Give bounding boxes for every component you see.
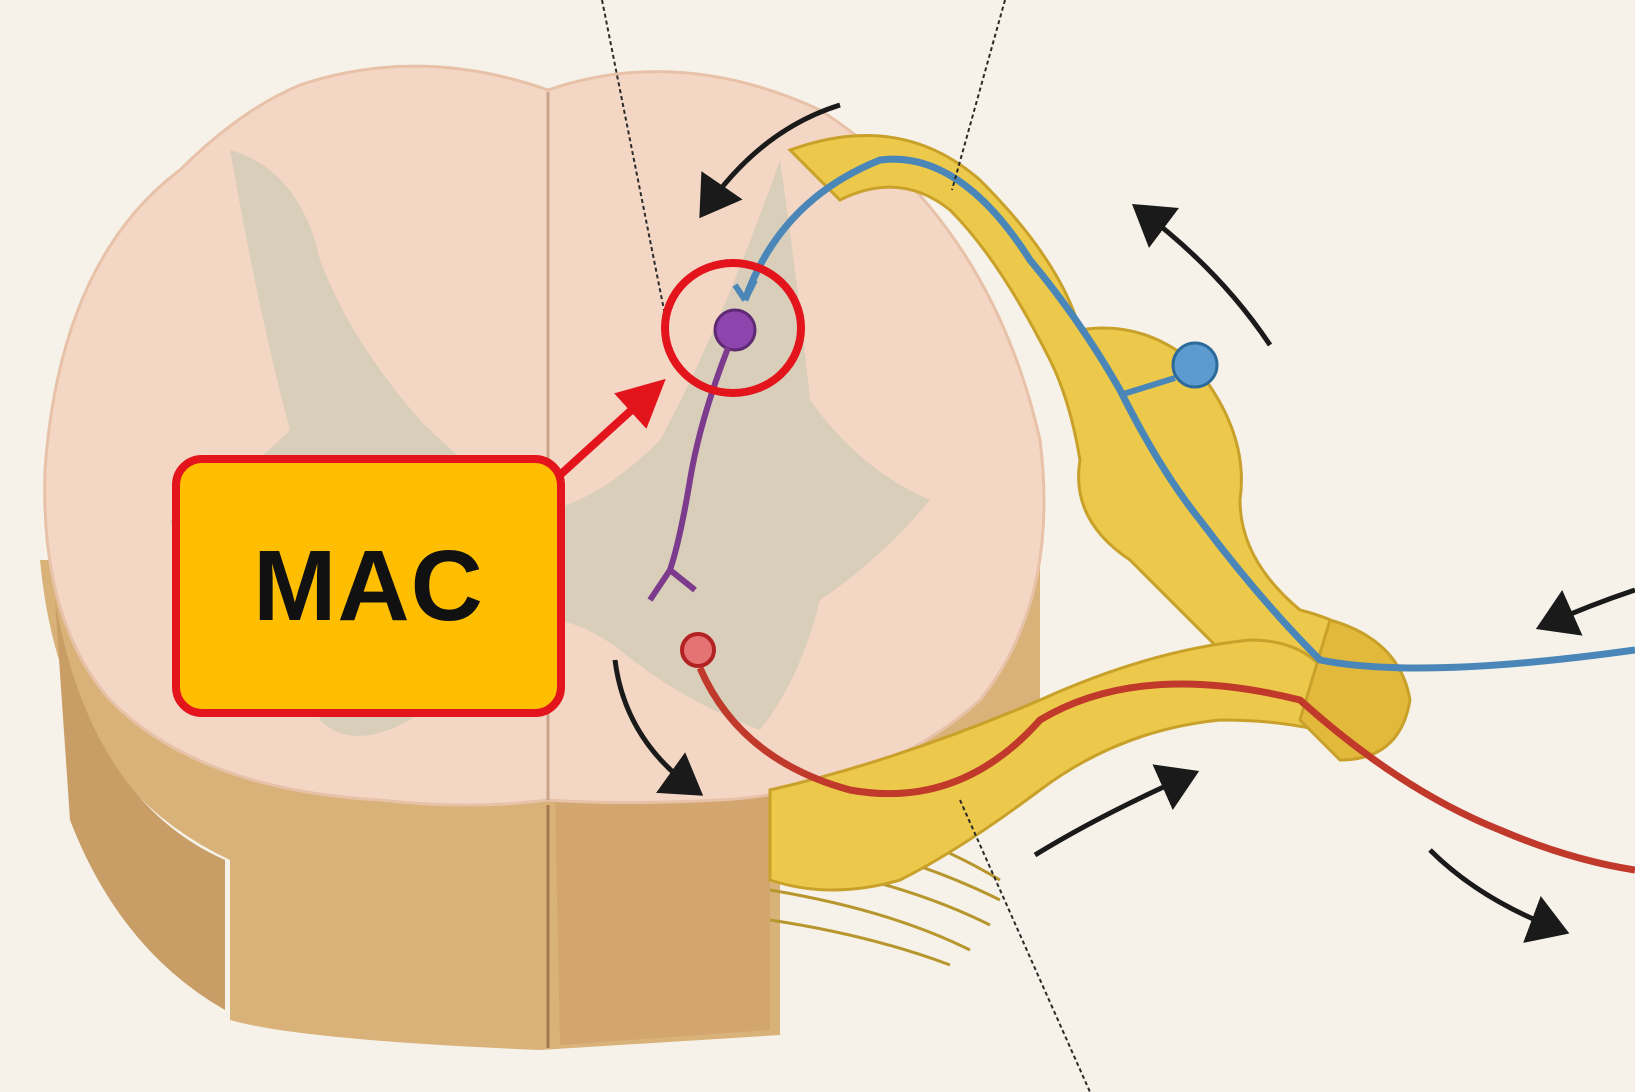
callout-box: MAC (172, 455, 565, 717)
sensory-neuron-cell-body (1173, 343, 1217, 387)
spinal-cord-block-front-right (555, 790, 770, 1045)
callout-label: MAC (253, 529, 484, 644)
interneuron-cell-body (715, 310, 755, 350)
motor-neuron-cell-body (682, 634, 714, 666)
